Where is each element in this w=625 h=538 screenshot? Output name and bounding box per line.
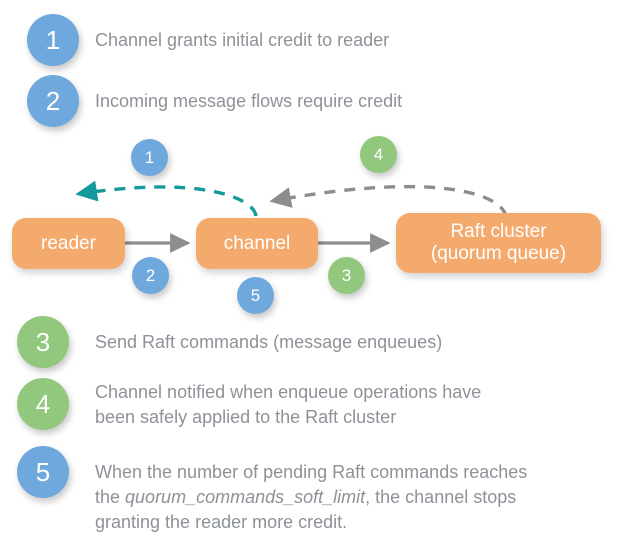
diagram-marker-4: 4 <box>360 136 397 173</box>
legend-text-5-part1: When the number of pending Raft commands… <box>95 462 528 507</box>
legend-text-5-part2: , the channel stops granting the reader … <box>95 487 517 532</box>
diagram-marker-1: 1 <box>131 139 168 176</box>
legend-badge-3: 3 <box>17 316 69 368</box>
legend-text-4: Channel notified when enqueue operations… <box>95 382 482 427</box>
node-raft-cluster[interactable]: Raft cluster (quorum queue) <box>396 213 601 273</box>
legend-text-5: When the number of pending Raft commands… <box>95 435 527 535</box>
legend-badge-4: 4 <box>17 378 69 430</box>
legend-badge-2: 2 <box>27 75 79 127</box>
diagram-marker-3: 3 <box>328 257 365 294</box>
diagram-marker-2: 2 <box>132 257 169 294</box>
node-channel[interactable]: channel <box>196 218 318 269</box>
diagram-marker-5: 5 <box>237 277 274 314</box>
arrow-channel-to-reader-credit <box>75 180 258 217</box>
node-reader[interactable]: reader <box>12 218 125 269</box>
legend-badge-1: 1 <box>27 14 79 66</box>
legend-text-3: Send Raft commands (message enqueues) <box>95 332 443 352</box>
arrow-raft-to-channel-notify <box>269 184 508 217</box>
legend-text-1: Channel grants initial credit to reader <box>95 30 390 50</box>
legend-text-5-config-name: quorum_commands_soft_limit <box>125 487 366 507</box>
legend-badge-5: 5 <box>17 446 69 498</box>
legend-text-2: Incoming message flows require credit <box>95 91 403 111</box>
